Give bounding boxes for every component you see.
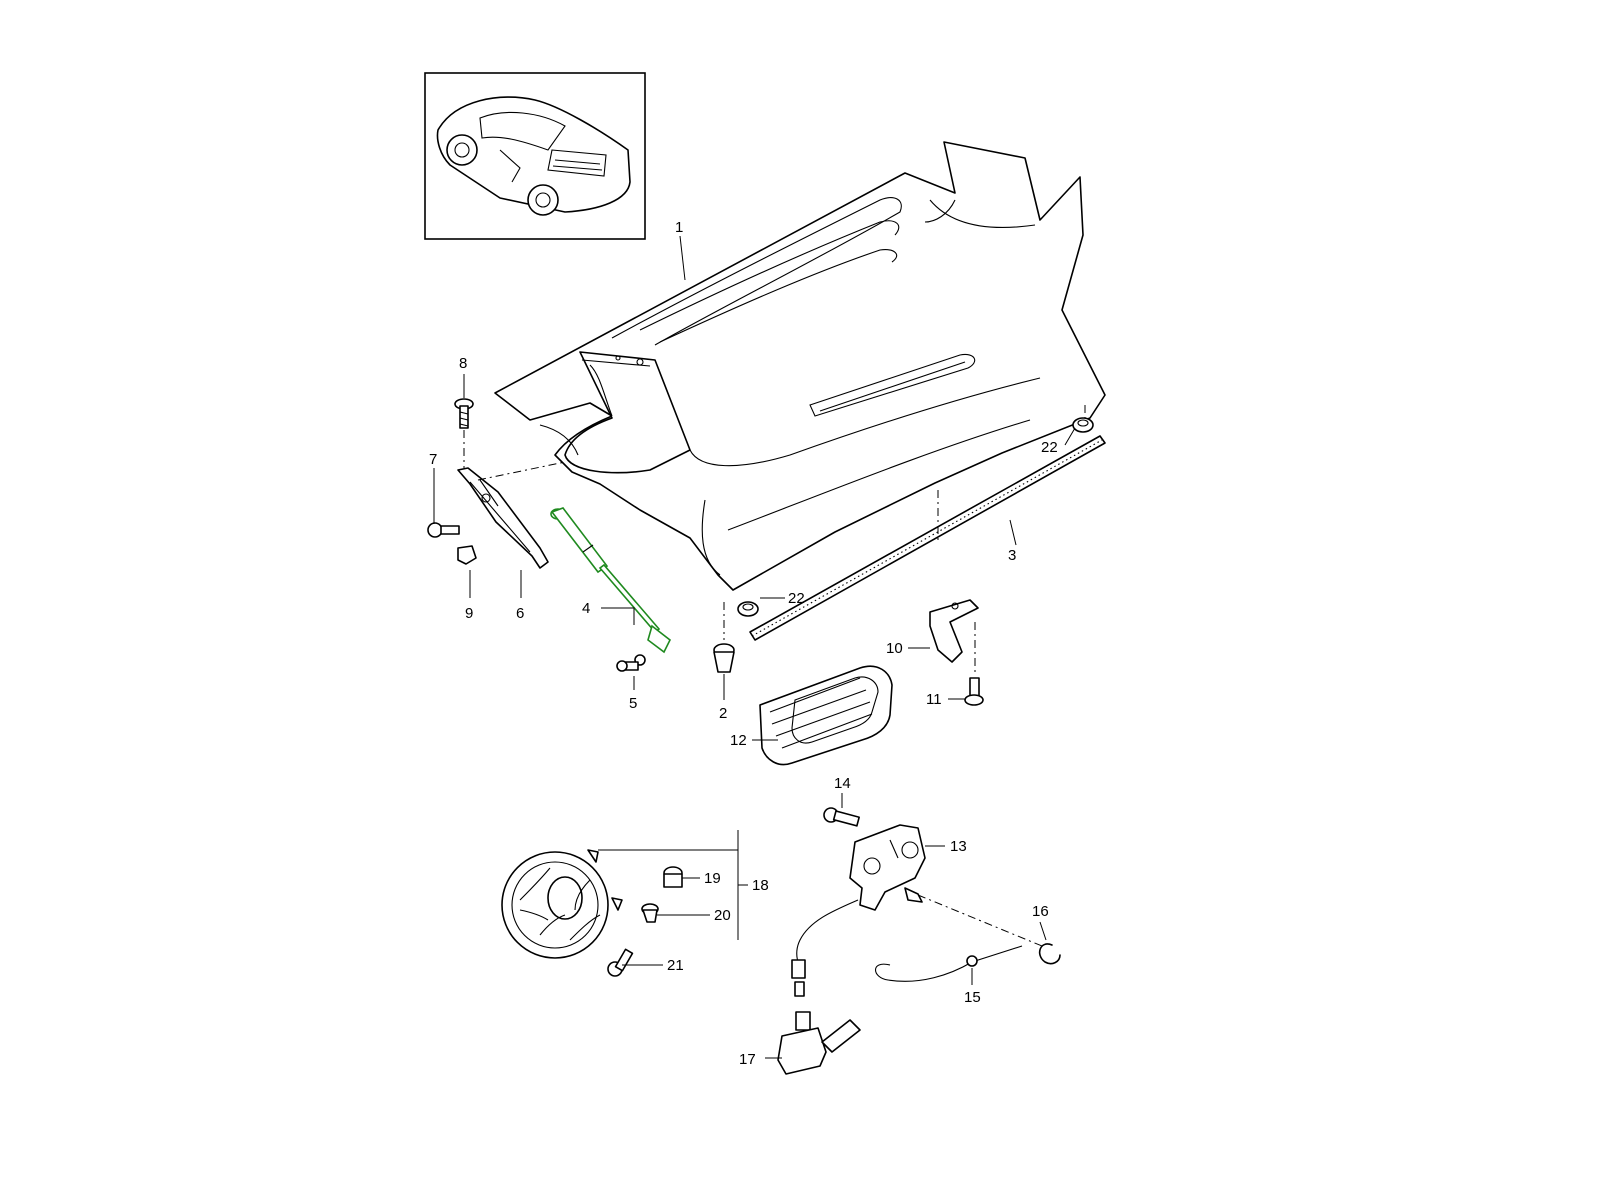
bracket-10 xyxy=(929,599,979,663)
callout-9: 9 xyxy=(465,605,473,622)
callout-4: 4 xyxy=(582,600,590,617)
callout-7: 7 xyxy=(429,451,437,468)
screw-8 xyxy=(454,398,474,429)
callout-17: 17 xyxy=(739,1051,756,1068)
seal-strip xyxy=(749,435,1106,641)
callout-8: 8 xyxy=(459,355,467,372)
release-cable-15 xyxy=(874,945,1023,982)
callout-11: 11 xyxy=(926,691,942,708)
callout-22-left: 22 xyxy=(788,590,805,607)
grommet-22-right xyxy=(1072,417,1094,433)
stud-20 xyxy=(641,903,659,923)
bolt-11 xyxy=(964,677,984,706)
car-inset-thumbnail xyxy=(424,72,646,240)
clip-16 xyxy=(1038,943,1061,965)
gas-strut-4 xyxy=(550,507,672,654)
alignment-lines xyxy=(463,405,1086,947)
callout-18: 18 xyxy=(752,877,769,894)
callout-16: 16 xyxy=(1032,903,1049,920)
callout-1: 1 xyxy=(675,219,683,236)
callout-20: 20 xyxy=(714,907,731,924)
callout-5: 5 xyxy=(629,695,637,712)
screw-7 xyxy=(427,522,460,538)
lock-13 xyxy=(849,824,926,911)
callout-13: 13 xyxy=(950,838,967,855)
switch-17-with-cable xyxy=(777,899,861,1075)
bolt-14 xyxy=(823,807,860,827)
gasket-12 xyxy=(759,665,893,766)
leader-lines xyxy=(433,235,1076,1059)
buffer-2 xyxy=(713,643,735,673)
screw-21 xyxy=(607,948,634,977)
fan-assembly-18 xyxy=(501,849,623,959)
callout-12: 12 xyxy=(730,732,747,749)
callout-6: 6 xyxy=(516,605,524,622)
callout-labels: 1 2 3 4 5 6 7 8 9 10 11 12 13 14 15 16 1… xyxy=(429,219,1058,1068)
callout-21: 21 xyxy=(667,957,684,974)
callout-14: 14 xyxy=(834,775,851,792)
ball-stud-5 xyxy=(616,654,646,672)
hinge-bracket-6 xyxy=(457,467,549,569)
nut-19 xyxy=(663,866,683,888)
grommet-22-left xyxy=(737,601,759,617)
callout-10: 10 xyxy=(886,640,903,657)
callout-3: 3 xyxy=(1008,547,1016,564)
callout-22-right: 22 xyxy=(1041,439,1058,456)
callout-19: 19 xyxy=(704,870,721,887)
engine-lid-with-spoiler xyxy=(494,141,1106,591)
callout-2: 2 xyxy=(719,705,727,722)
nut-9 xyxy=(457,545,477,565)
callout-15: 15 xyxy=(964,989,981,1006)
